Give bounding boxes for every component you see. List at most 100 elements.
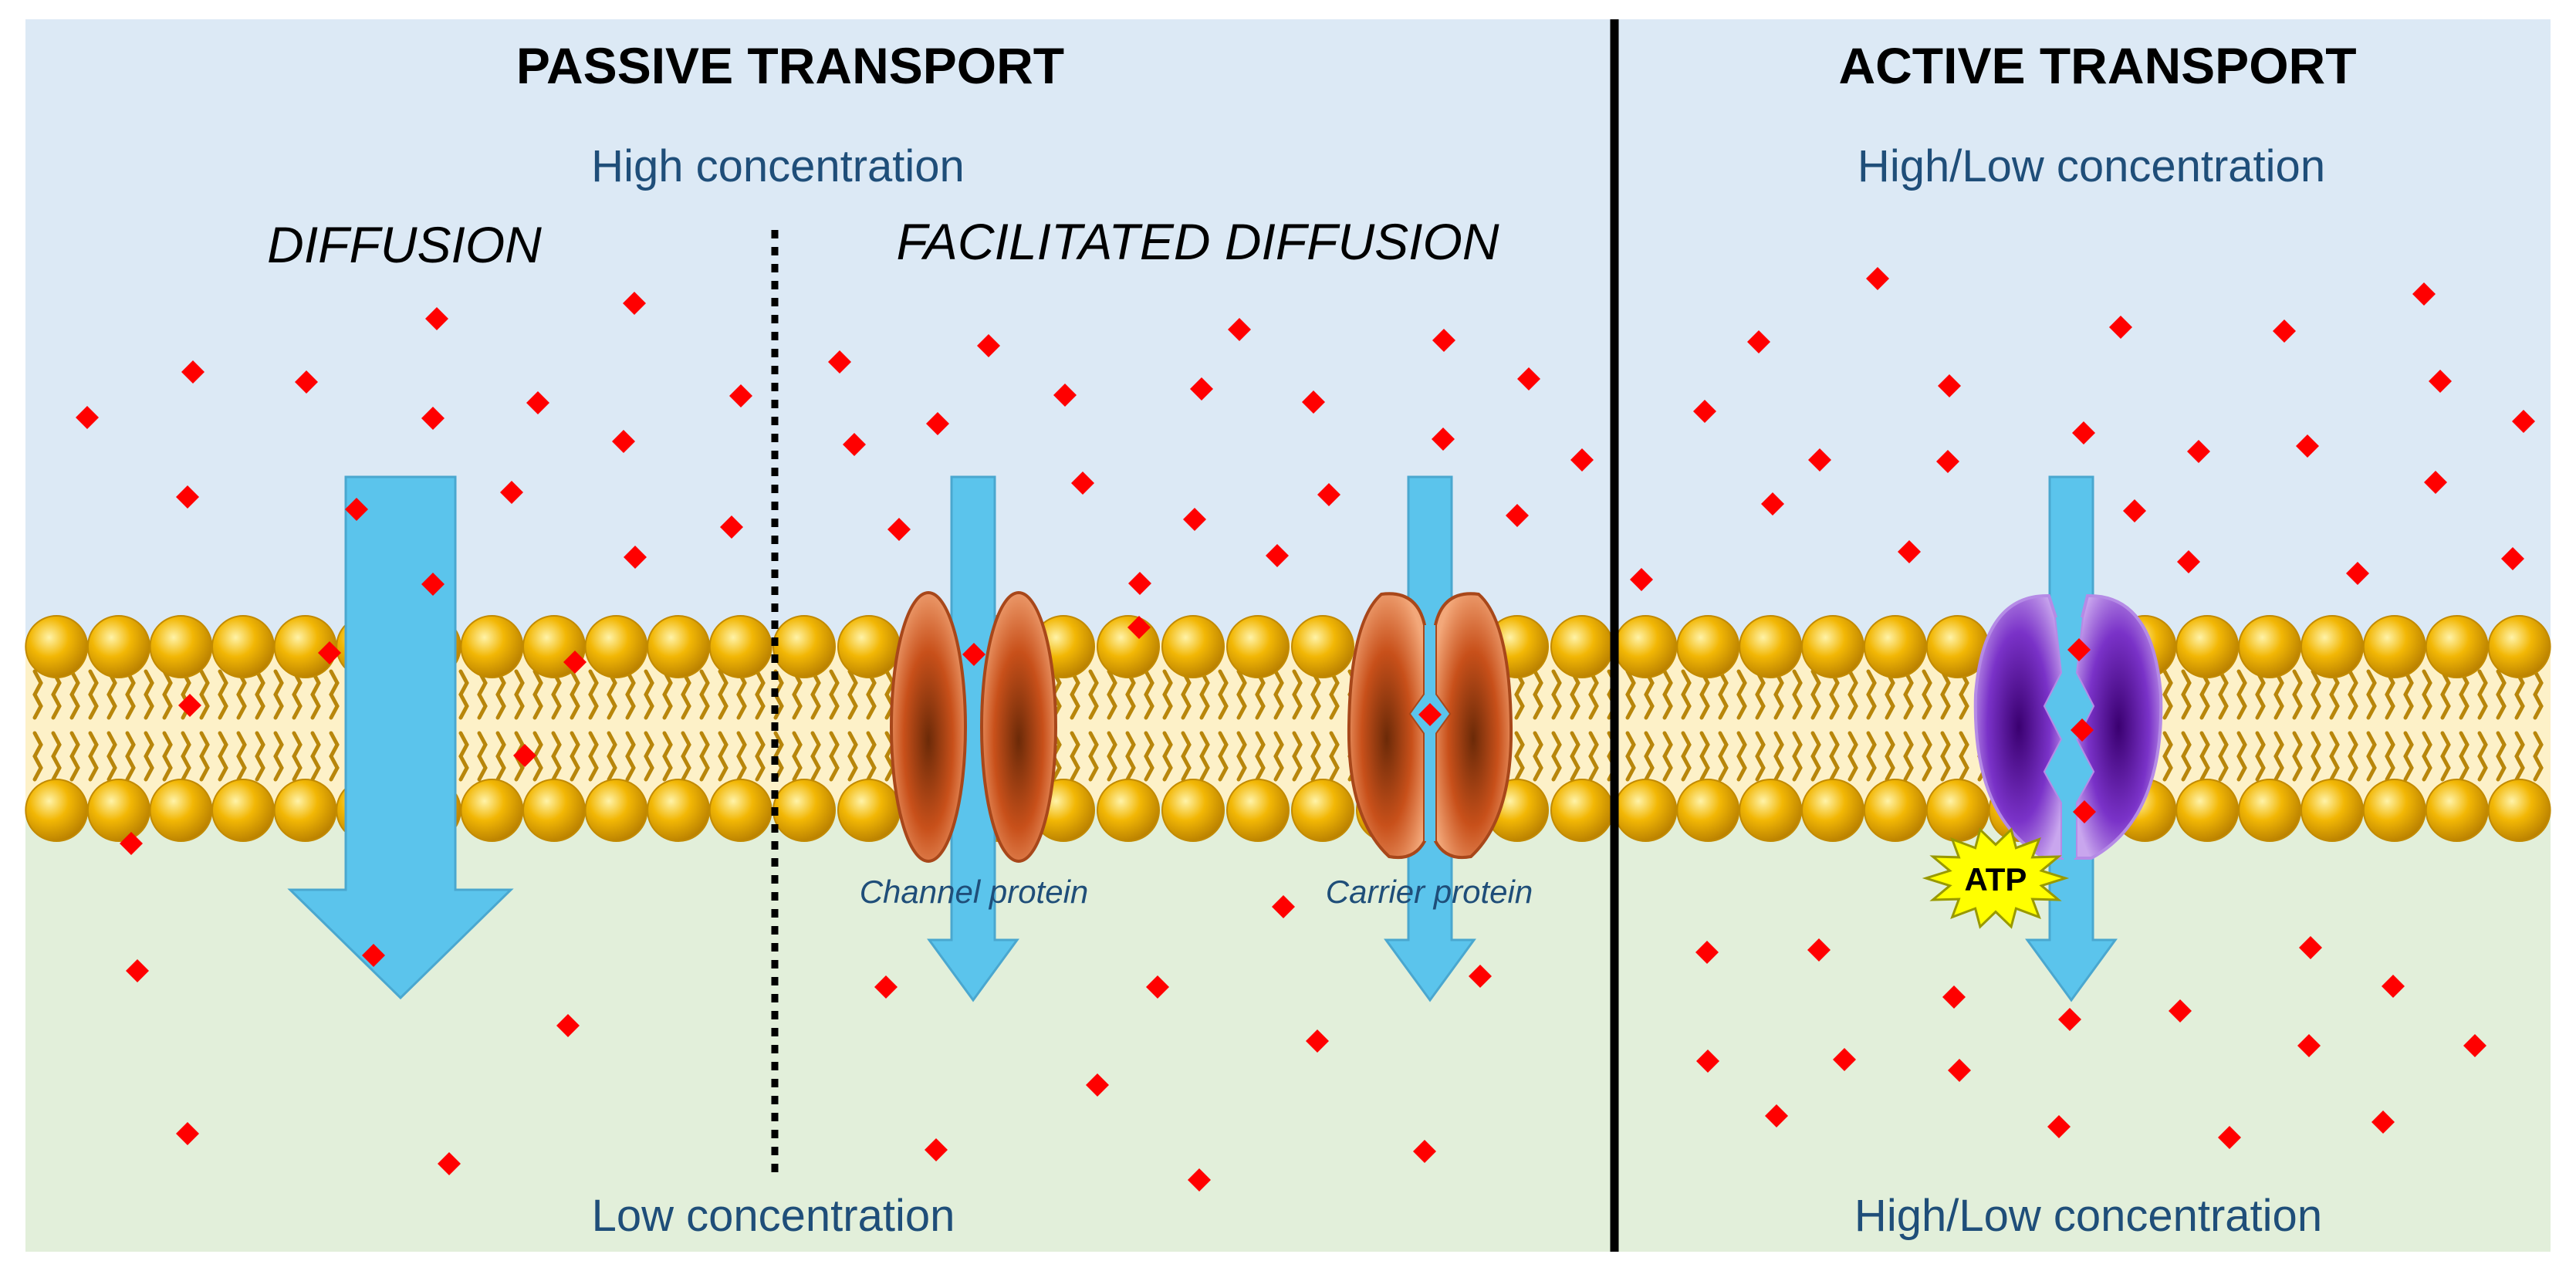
lipid-tail (2385, 669, 2395, 720)
lipid-tail (2422, 731, 2432, 782)
solute-molecule (1183, 508, 1206, 531)
solute-molecule (120, 832, 143, 855)
lipid-tail (1162, 731, 1173, 782)
lipid-tail (1292, 731, 1303, 782)
lipid-tail (1514, 669, 1525, 720)
lipid-tail (1922, 731, 1932, 782)
lipid-tail (570, 731, 580, 782)
lipid-tail (1625, 669, 1636, 720)
solute-molecule (843, 433, 866, 456)
lipid-tail (1292, 669, 1303, 720)
lipid-tail (1181, 731, 1192, 782)
phospholipid-head (2175, 615, 2240, 678)
solute-molecule (1413, 1140, 1436, 1163)
carrier-protein (1347, 592, 1513, 859)
lipid-tail (1310, 669, 1321, 720)
lipid-tail (2496, 731, 2507, 782)
lipid-tail (1847, 731, 1858, 782)
solute-molecule (926, 412, 949, 435)
lipid-tail (1829, 669, 1840, 720)
lipid-tail (2218, 669, 2229, 720)
lipid-tail (588, 669, 599, 720)
atp-burst-icon (1922, 827, 2070, 929)
lipid-tail (1662, 669, 1673, 720)
phospholipid-head (1739, 779, 1803, 842)
lipid-tail (1681, 731, 1692, 782)
lipid-tail (2292, 669, 2303, 720)
lipid-tail (625, 669, 636, 720)
solute-molecule (2512, 410, 2535, 433)
phospholipid-head (2425, 615, 2489, 678)
phospholipid-head (1550, 779, 1614, 842)
solute-molecule (2067, 638, 2091, 661)
solute-molecule (2346, 562, 2369, 585)
lipid-tail (1329, 669, 1340, 720)
lipid-tail (1810, 669, 1821, 720)
lipid-tail (1236, 731, 1247, 782)
lipid-tail (2422, 669, 2432, 720)
lipid-tail (292, 669, 303, 720)
phospholipid-head (772, 779, 836, 842)
lipid-tail (2348, 731, 2358, 782)
lipid-tail (810, 731, 821, 782)
lipid-tail (2311, 669, 2321, 720)
lipid-tail (829, 669, 840, 720)
lipid-tail (236, 669, 247, 720)
solute-molecules (76, 267, 2535, 1192)
solute-molecule (1469, 965, 1492, 988)
lipid-tail (2311, 731, 2321, 782)
lipid-tail (1551, 731, 1562, 782)
lipid-tail (1070, 731, 1080, 782)
solute-molecule (2072, 421, 2095, 445)
phospholipid-head (149, 779, 213, 842)
solute-molecule (2177, 550, 2200, 573)
lipid-tail (1699, 731, 1710, 782)
solute-molecule (1302, 390, 1325, 414)
solute-molecule (1306, 1029, 1329, 1053)
lipid-tail (1533, 731, 1543, 782)
lipid-tail (2255, 669, 2266, 720)
solute-molecule (1128, 572, 1151, 595)
solute-molecule (1570, 448, 1594, 472)
lipid-tail (2477, 731, 2488, 782)
lipid-tails (32, 669, 2544, 782)
solute-molecule (1146, 975, 1169, 999)
lipid-tail (1718, 669, 1729, 720)
solute-molecule (887, 518, 911, 541)
lipid-tail (458, 731, 469, 782)
lipid-tail (2273, 669, 2284, 720)
solute-molecule (2371, 1110, 2395, 1134)
phospholipid-head (2175, 779, 2240, 842)
lipid-tail (1199, 731, 1210, 782)
solute-molecule (1898, 540, 1921, 563)
phospholipid-head (708, 779, 772, 842)
lipid-tail (514, 669, 525, 720)
lipid-tail (1736, 731, 1747, 782)
lipid-tail (2199, 669, 2210, 720)
lipid-tail (810, 669, 821, 720)
phospholipid-head (1097, 615, 1160, 678)
lipid-tail (2273, 731, 2284, 782)
solute-molecule (563, 651, 587, 674)
lipid-tail (1236, 669, 1247, 720)
solute-molecule (1938, 374, 1961, 397)
solute-molecule (2273, 319, 2296, 343)
solute-molecule (1807, 938, 1831, 962)
solute-molecule (828, 350, 851, 374)
phospholipid-head (1676, 779, 1740, 842)
lipid-tail (2255, 731, 2266, 782)
solute-molecule (1053, 384, 1077, 407)
phospholipid-head (460, 615, 524, 678)
solute-molecule (500, 481, 523, 504)
lipid-tail (718, 669, 729, 720)
phospholipid-head (584, 615, 648, 678)
lipid-tail (736, 731, 747, 782)
lipid-tail (847, 669, 858, 720)
lipid-tail (1199, 669, 1210, 720)
phospholipid-head (2487, 779, 2551, 842)
lipid-tail (755, 669, 766, 720)
lipid-tail (1273, 669, 1284, 720)
solute-molecule (1086, 1073, 1109, 1097)
solute-molecule (318, 641, 341, 664)
channel-arrow (927, 475, 1019, 1002)
